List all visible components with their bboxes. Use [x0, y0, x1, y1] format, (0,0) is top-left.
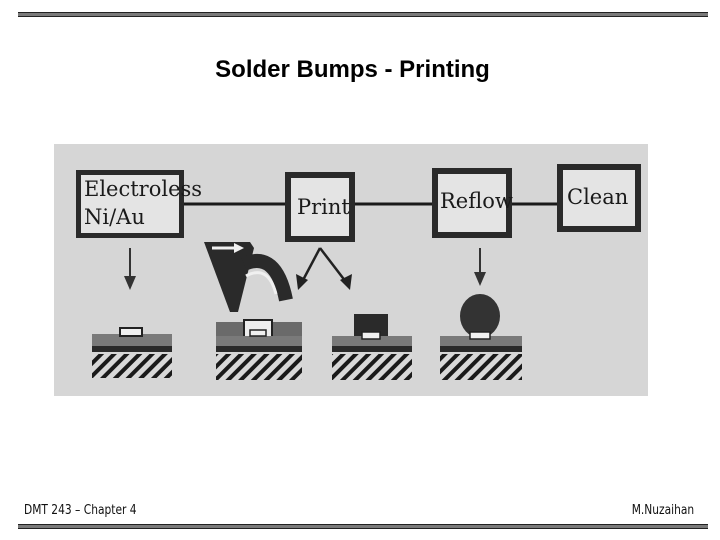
step-box-print: Print [285, 172, 355, 242]
footer-author: M.Nuzaihan [631, 503, 694, 518]
cross-section-2 [216, 319, 302, 380]
arrow-electroless-down [124, 248, 136, 290]
squeegee-illustration [204, 242, 293, 312]
top-rule [18, 12, 708, 17]
arrow-reflow-down [474, 248, 486, 286]
arrows-print-diverging [296, 247, 352, 290]
slide-title: Solder Bumps - Printing [215, 56, 490, 83]
step-box-reflow: Reflow [432, 168, 513, 238]
step-reflow-label: Reflow [440, 189, 513, 213]
cross-section-3 [332, 314, 412, 380]
step-electroless-line1: Electroless [84, 177, 202, 201]
step-print-label: Print [297, 195, 350, 219]
step-box-clean: Clean [557, 164, 641, 232]
step-box-electroless: Electroless Ni/Au [76, 170, 202, 238]
footer-course: DMT 243 – Chapter 4 [24, 503, 137, 518]
bottom-rule [18, 524, 708, 529]
step-clean-label: Clean [567, 185, 628, 209]
cross-section-4 [440, 294, 522, 380]
process-diagram: Electroless Ni/Au Print Reflow Clean [54, 144, 648, 396]
step-electroless-line2: Ni/Au [84, 205, 145, 229]
cross-section-1 [92, 327, 172, 378]
